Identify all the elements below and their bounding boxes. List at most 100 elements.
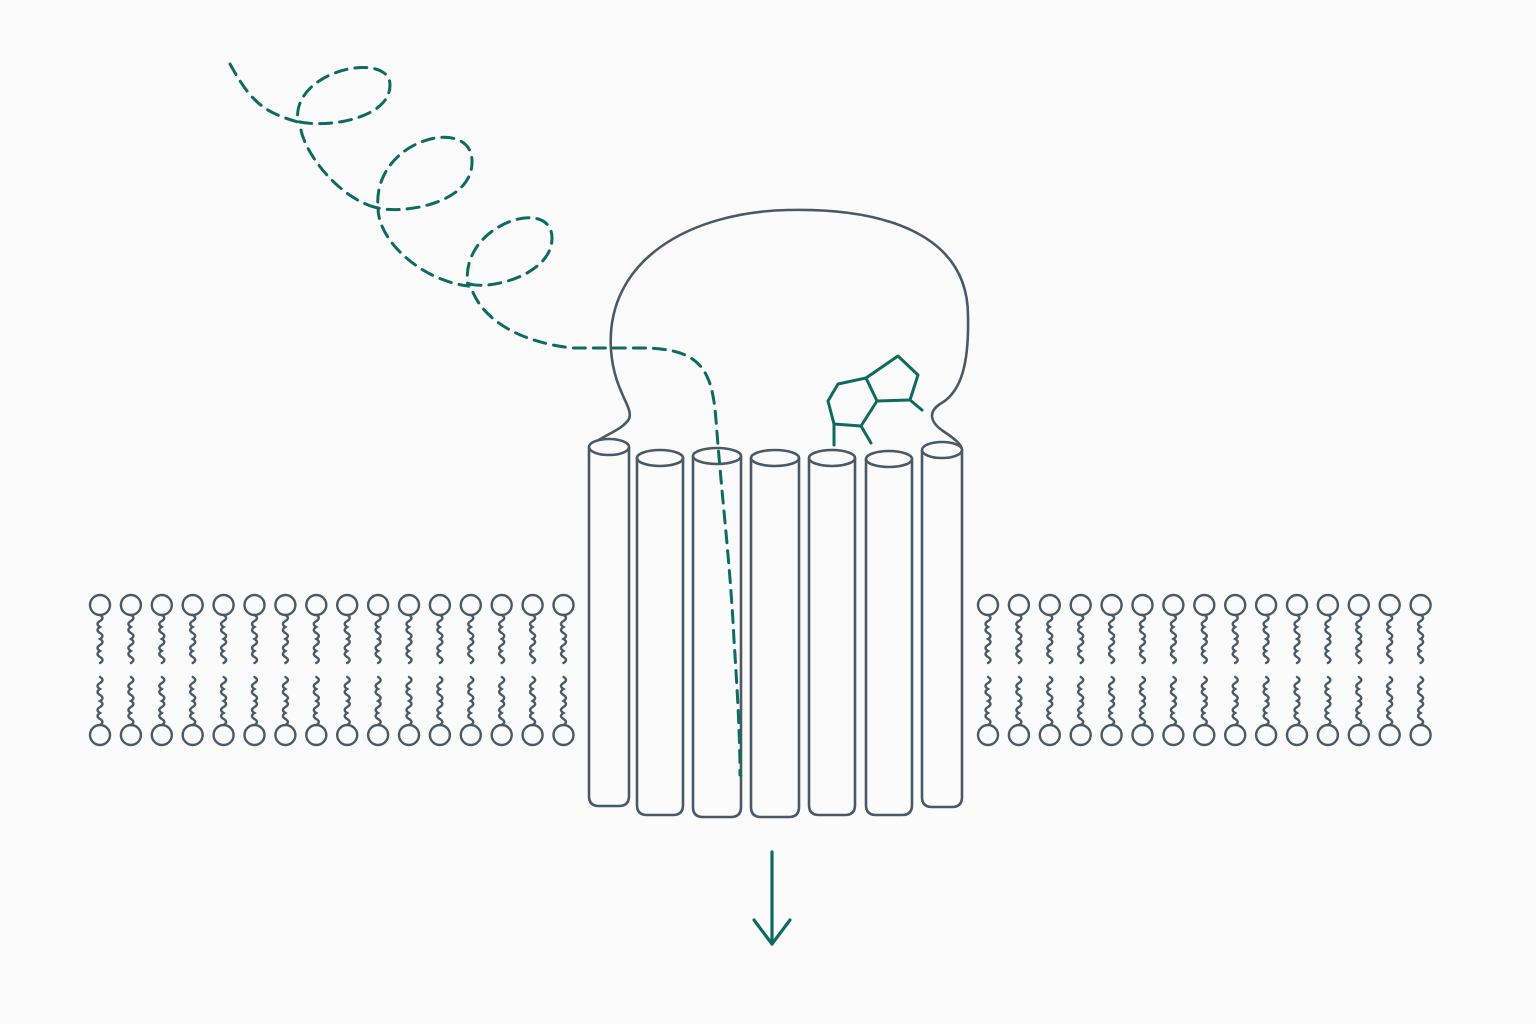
helix-cylinder (920, 440, 964, 809)
lipid-molecule (1038, 593, 1062, 747)
lipid-tail-lower (559, 675, 568, 727)
lipid-tail-lower (1324, 675, 1332, 727)
helix-body (691, 456, 743, 819)
channel-cap-domain (590, 208, 970, 451)
lipid-tail-lower (343, 675, 351, 727)
lipid-tail-upper (1107, 613, 1116, 665)
lipid-molecule (1409, 593, 1432, 747)
helix-cylinder (749, 448, 801, 819)
lipid-tail-lower (498, 675, 506, 727)
lipid-tail-upper (1138, 613, 1147, 665)
lipid-molecule (150, 593, 174, 747)
helix-top (749, 448, 801, 468)
lipid-molecule (1316, 593, 1340, 747)
lipid-tail-lower (1015, 675, 1023, 727)
lipid-tail-lower (374, 675, 382, 727)
peptide-chain-dashed (228, 62, 742, 777)
helix-cylinder (691, 446, 743, 819)
lipid-tail-lower (528, 675, 537, 727)
lipid-molecule (119, 593, 143, 747)
lipid-tail-upper (189, 613, 197, 665)
lipid-tail-upper (1077, 613, 1085, 665)
lipid-tail-upper (1231, 613, 1239, 665)
lipid-tail-upper (467, 613, 475, 665)
lipid-tail-upper (1046, 613, 1054, 665)
lipid-molecule (1285, 593, 1309, 747)
lipid-molecule (1254, 593, 1278, 747)
lipid-tail-upper (1293, 613, 1301, 665)
helix-top (807, 448, 857, 468)
helix-cylinder (807, 448, 857, 817)
lipid-tail-lower (1293, 675, 1301, 727)
lipid-tail-lower (1107, 675, 1116, 727)
lipid-molecule (428, 593, 452, 747)
helix-top (635, 448, 685, 468)
helix-top (691, 446, 743, 466)
lipid-tail-lower (219, 675, 228, 727)
lipid-tail-upper (405, 613, 413, 665)
lipid-tail-upper (312, 613, 320, 665)
lipid-tail-lower (984, 675, 992, 727)
lipid-molecule (1347, 593, 1371, 747)
lipid-tail-lower (281, 675, 290, 727)
lipid-molecule (366, 593, 390, 747)
lipid-tail-lower (189, 675, 197, 727)
lipid-tail-upper (1386, 613, 1394, 665)
lipid-molecule (305, 593, 328, 747)
lipid-molecule (552, 593, 575, 747)
lipid-tail-lower (1046, 675, 1054, 727)
lipid-tail-upper (158, 613, 166, 665)
ligand-ring-icon (826, 354, 924, 447)
lipid-tail-upper (559, 613, 568, 665)
helix-body (864, 459, 914, 817)
lipid-tail-lower (312, 675, 320, 727)
lipid-molecule (336, 593, 359, 747)
lipid-tail-upper (343, 613, 351, 665)
lipid-tail-upper (984, 613, 992, 665)
lipid-tail-lower (1416, 675, 1425, 727)
helix-body (749, 458, 801, 819)
lipid-bilayer-right (976, 593, 1432, 747)
helix-cylinder (864, 449, 914, 817)
lipid-tail-lower (96, 675, 104, 727)
transmembrane-helices (587, 437, 964, 819)
lipid-tail-lower (1231, 675, 1239, 727)
lipid-tail-lower (1386, 675, 1394, 727)
lipid-molecule (88, 593, 112, 747)
lipid-tail-upper (1015, 613, 1023, 665)
lipid-tail-upper (436, 613, 444, 665)
helix-body (587, 447, 631, 808)
lipid-tail-upper (528, 613, 537, 665)
lipid-tail-lower (1355, 675, 1363, 727)
lipid-molecule (212, 593, 235, 747)
lipid-tail-upper (1169, 613, 1178, 665)
lipid-tail-lower (250, 675, 259, 727)
lipid-molecule (521, 593, 544, 747)
helix-body (635, 458, 685, 817)
lipid-tail-lower (1138, 675, 1147, 727)
lipid-tail-lower (1169, 675, 1178, 727)
lipid-molecule (976, 593, 1000, 747)
lipid-tail-upper (127, 613, 135, 665)
lipid-molecule (1223, 593, 1247, 747)
helix-top (920, 440, 964, 460)
lipid-tail-lower (1200, 675, 1208, 727)
helix-body (920, 450, 964, 809)
lipid-molecule (274, 593, 297, 747)
lipid-molecule (1069, 593, 1092, 747)
lipid-tail-upper (498, 613, 506, 665)
lipid-tail-upper (250, 613, 259, 665)
lipid-molecule (1007, 593, 1031, 747)
lipid-tail-lower (127, 675, 135, 727)
lipid-molecule (459, 593, 482, 747)
lipid-tail-lower (158, 675, 166, 727)
arrow-down-icon (752, 850, 792, 946)
lipid-tail-lower (436, 675, 444, 727)
helix-top (587, 437, 631, 457)
helix-body (807, 458, 857, 817)
lipid-tail-upper (1355, 613, 1363, 665)
lipid-molecule (1193, 593, 1216, 747)
lipid-tail-upper (219, 613, 228, 665)
lipid-molecule (243, 593, 266, 747)
